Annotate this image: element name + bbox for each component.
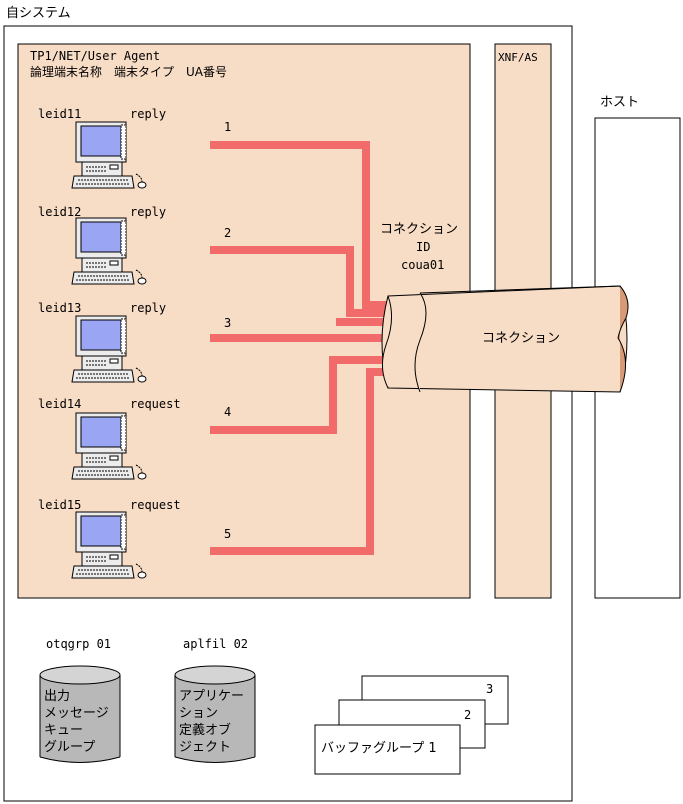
- queue-text-1: 出力 メッセージ キュー グループ: [44, 688, 109, 756]
- connection-label: コネクション: [482, 331, 561, 346]
- terminal-type-4: request: [130, 397, 181, 411]
- queue-text-2-line: アプリケー: [179, 689, 245, 704]
- queue-caption-1: otqgrp 01: [46, 637, 112, 651]
- terminal-name-4: leid14: [38, 397, 82, 411]
- connection-line-4: [210, 356, 390, 434]
- queue-text-1-line: 出力: [44, 689, 71, 704]
- terminal-ua-2: 2: [224, 226, 232, 240]
- connection-pipe: [381, 285, 629, 393]
- queue-text-1-line: メッセージ: [44, 706, 109, 721]
- terminal-ua-1: 1: [224, 120, 232, 134]
- terminal-name-2: leid12: [38, 205, 82, 219]
- own-system-label: 自システム: [6, 6, 71, 21]
- connection-line-2: [210, 246, 390, 317]
- queue-text-1-line: グループ: [44, 740, 96, 755]
- host-label: ホスト: [600, 95, 640, 110]
- queue-text-2: アプリケー ション 定義オブ ジェクト: [179, 688, 244, 756]
- agent-title: TP1/NET/User Agent: [30, 49, 161, 63]
- buffer-label-1: バッファグループ 1: [321, 741, 437, 756]
- terminal-type-3: reply: [130, 301, 167, 315]
- terminal-type-5: request: [130, 498, 181, 512]
- xnf-label: XNF/AS: [498, 51, 538, 64]
- queue-text-2-line: ジェクト: [179, 740, 232, 755]
- connection-line-5: [210, 368, 390, 555]
- terminal-name-5: leid15: [38, 498, 82, 512]
- queue-caption-2: aplfil 02: [183, 637, 249, 651]
- terminal-name-3: leid13: [38, 301, 82, 315]
- terminal-type-2: reply: [130, 205, 167, 219]
- connection-id-line3: coua01: [401, 258, 445, 272]
- connection-id-line2: ID: [416, 240, 431, 254]
- connection-id-line1: コネクション: [380, 222, 459, 237]
- terminal-ua-5: 5: [224, 527, 232, 541]
- buffer-label-3: 3: [486, 682, 494, 696]
- buffer-label-2: 2: [464, 708, 472, 722]
- agent-columns: 論理端末名称 端末タイプ UA番号: [30, 65, 227, 79]
- queue-cylinder-2: [174, 665, 256, 763]
- terminal-ua-3: 3: [224, 316, 232, 330]
- terminal-ua-4: 4: [224, 405, 232, 419]
- queue-text-2-line: ション: [179, 706, 219, 721]
- queue-text-2-line: 定義オブ: [179, 723, 232, 738]
- connection-line-1: [210, 141, 390, 309]
- queue-text-1-line: キュー: [44, 723, 84, 738]
- buffer-box-1: [314, 724, 461, 775]
- connection-lines: [210, 141, 390, 555]
- queue-cylinder-1: [39, 665, 121, 763]
- terminal-name-1: leid11: [38, 107, 82, 121]
- terminal-type-1: reply: [130, 107, 167, 121]
